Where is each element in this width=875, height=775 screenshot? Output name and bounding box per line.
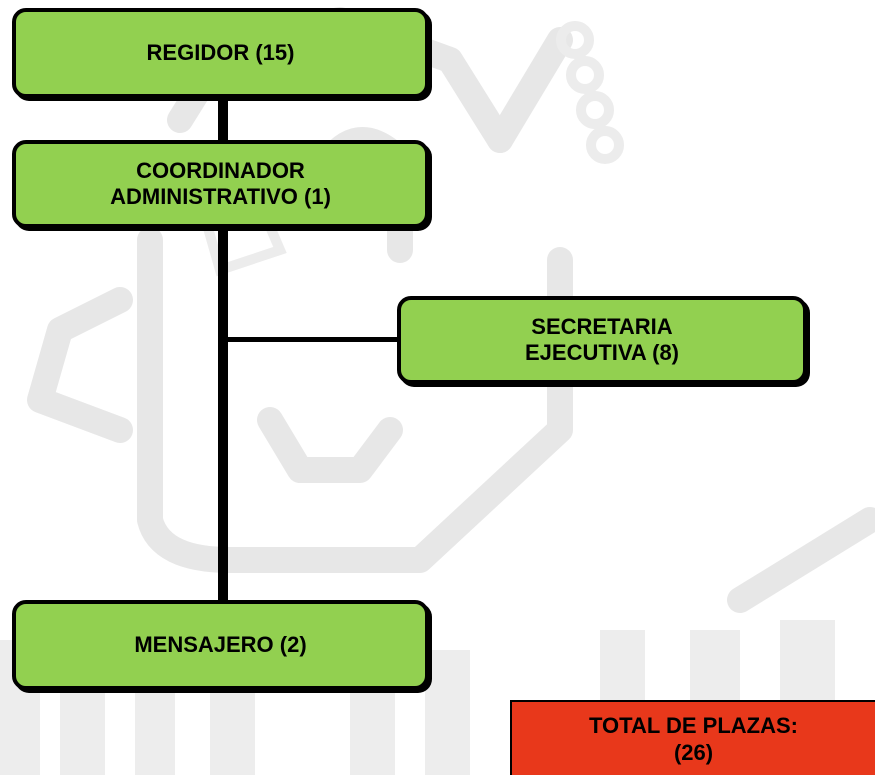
node-secretaria-line1: SECRETARIA [531, 314, 673, 339]
node-regidor-label: REGIDOR (15) [146, 40, 295, 65]
node-mensajero-label: MENSAJERO (2) [134, 632, 307, 657]
node-secretaria-line2: EJECUTIVA (8) [524, 340, 680, 365]
connector-branch-secretaria [223, 337, 408, 342]
node-secretaria-ejecutiva: SECRETARIA EJECUTIVA (8) [397, 296, 807, 384]
total-plazas-line1: TOTAL DE PLAZAS: [589, 712, 798, 738]
node-coordinador-line1: COORDINADOR [136, 158, 305, 183]
total-plazas-line2: (26) [673, 739, 714, 765]
node-regidor: REGIDOR (15) [12, 8, 429, 98]
node-coordinador-administrativo: COORDINADOR ADMINISTRATIVO (1) [12, 140, 429, 228]
connector-coordinador-mensajero [218, 220, 228, 610]
node-coordinador-line2: ADMINISTRATIVO (1) [110, 184, 331, 209]
connector-regidor-coordinador [218, 70, 228, 150]
node-mensajero: MENSAJERO (2) [12, 600, 429, 690]
total-plazas-box: TOTAL DE PLAZAS: (26) [510, 700, 875, 775]
